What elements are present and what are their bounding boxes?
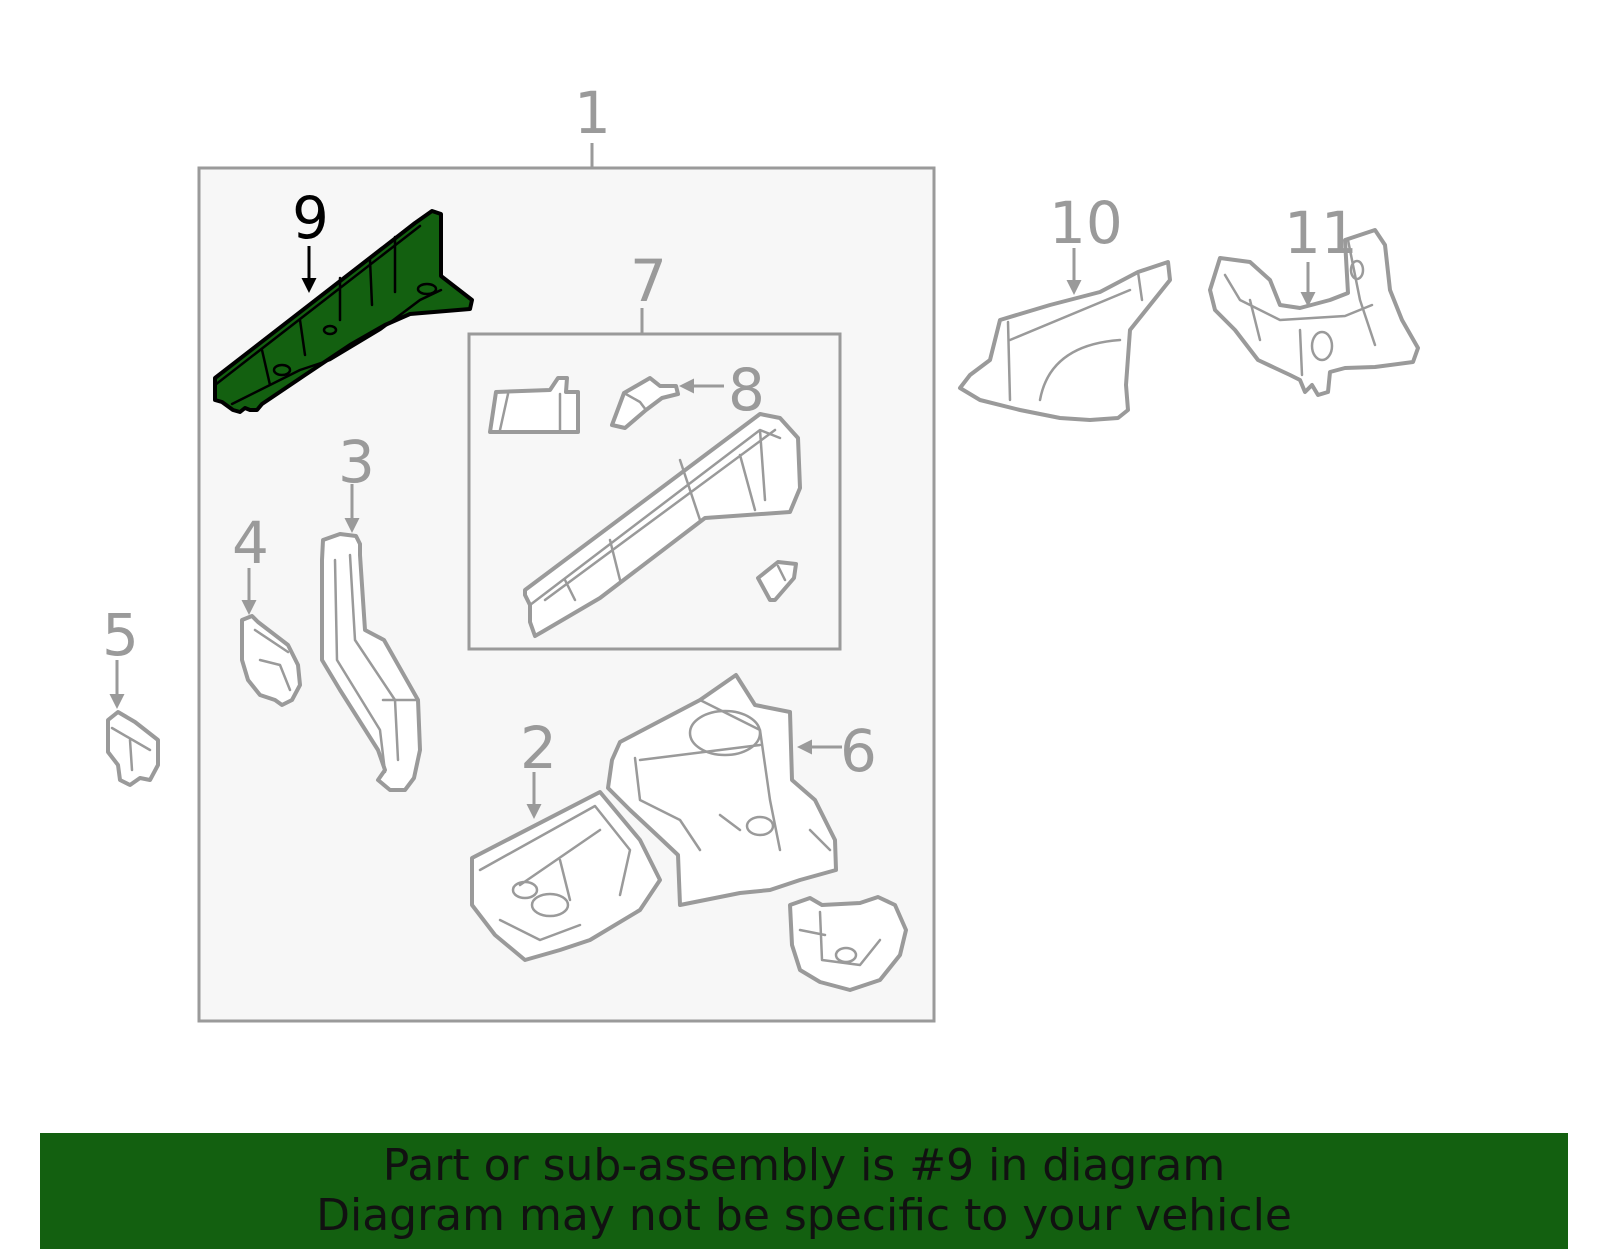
part-8[interactable]: [610, 376, 680, 430]
banner-line-2: Diagram may not be specific to your vehi…: [316, 1190, 1292, 1241]
callout-5: 5: [102, 601, 139, 669]
callout-11: 11: [1284, 199, 1358, 267]
callout-2: 2: [520, 714, 557, 782]
callout-9: 9: [292, 184, 329, 252]
part-3[interactable]: [320, 532, 422, 792]
part-10[interactable]: [958, 260, 1172, 422]
part-5[interactable]: [106, 710, 160, 787]
part-4[interactable]: [240, 614, 302, 707]
callout-4: 4: [232, 509, 269, 577]
part-7-rail[interactable]: [523, 412, 802, 638]
part-6-lower-bracket[interactable]: [788, 895, 908, 992]
callout-10: 10: [1049, 189, 1123, 257]
callout-1: 1: [574, 79, 611, 147]
part-7-bracket[interactable]: [488, 376, 580, 434]
part-11[interactable]: [1208, 228, 1420, 397]
part-6[interactable]: [606, 673, 838, 907]
callout-7: 7: [630, 247, 667, 315]
part-2[interactable]: [470, 790, 662, 962]
callout-6: 6: [840, 717, 877, 785]
banner-line-1: Part or sub-assembly is #9 in diagram: [382, 1140, 1226, 1191]
part-9[interactable]: [213, 209, 474, 414]
info-banner: Part or sub-assembly is #9 in diagram Di…: [40, 1133, 1568, 1249]
callout-3: 3: [338, 428, 375, 496]
part-7-clip[interactable]: [756, 560, 798, 602]
